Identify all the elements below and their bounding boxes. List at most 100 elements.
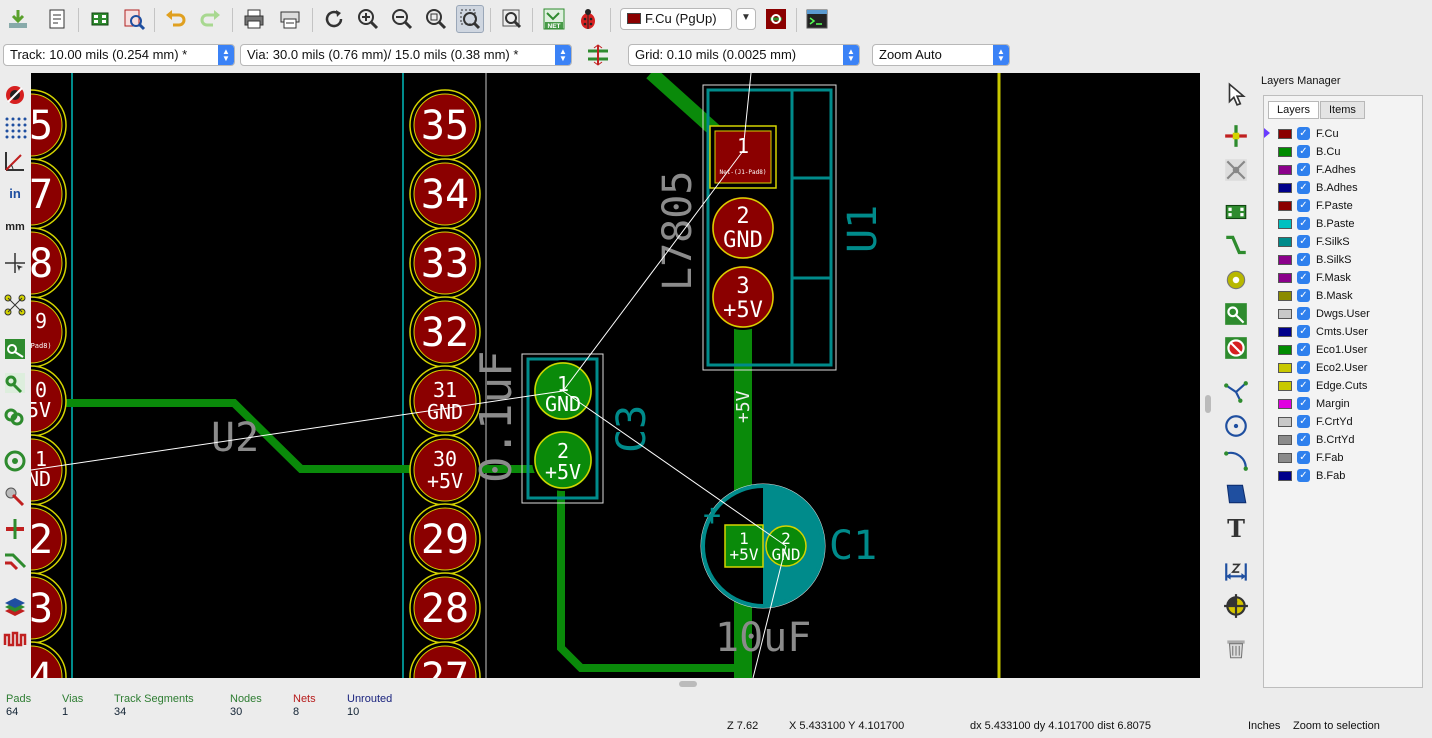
layer-row[interactable]: ✓Cmts.User <box>1264 323 1414 341</box>
via-sketch-button[interactable] <box>1 483 29 511</box>
layer-color-swatch[interactable] <box>1278 363 1292 373</box>
layer-row[interactable]: ✓B.Paste <box>1264 215 1414 233</box>
undo-button[interactable] <box>162 5 190 33</box>
layer-row[interactable]: ✓Dwgs.User <box>1264 305 1414 323</box>
layer-row[interactable]: ✓F.SilkS <box>1264 233 1414 251</box>
layer-color-swatch[interactable] <box>1278 237 1292 247</box>
left-header-pad[interactable]: 3 <box>31 572 67 644</box>
route-track-button[interactable] <box>1221 231 1251 261</box>
layer-color-swatch[interactable] <box>1278 381 1292 391</box>
left-header-pad[interactable]: 2 <box>31 503 67 575</box>
grid-toggle-button[interactable] <box>1 113 29 141</box>
pad-sketch-button[interactable] <box>1 447 29 475</box>
add-zone-button[interactable] <box>1221 299 1251 329</box>
left-header-pad[interactable]: 1ND <box>31 434 67 506</box>
layer-visibility-checkbox[interactable]: ✓ <box>1297 181 1310 194</box>
horizontal-scrollbar[interactable] <box>31 678 1200 690</box>
add-via-button[interactable] <box>1221 265 1251 295</box>
save-board-button[interactable] <box>4 5 32 33</box>
zoom-selection-button[interactable] <box>456 5 484 33</box>
vertical-scrollbar[interactable] <box>1200 73 1216 690</box>
auto-track-width-button[interactable] <box>584 41 612 69</box>
layer-row[interactable]: ✓F.Paste <box>1264 197 1414 215</box>
drc-button[interactable] <box>574 5 602 33</box>
add-circle-button[interactable] <box>1221 411 1251 441</box>
add-arc-button[interactable] <box>1221 445 1251 475</box>
zoom-select[interactable]: Zoom Auto ▲▼ <box>872 44 1010 66</box>
layer-color-swatch[interactable] <box>1278 453 1292 463</box>
drc-off-button[interactable] <box>1 81 29 109</box>
layer-pair-button[interactable] <box>762 5 790 33</box>
print-button[interactable] <box>240 5 268 33</box>
redraw-button[interactable] <box>320 5 348 33</box>
header-pad[interactable]: 27 <box>409 641 481 678</box>
layer-color-swatch[interactable] <box>1278 219 1292 229</box>
add-dimension-button[interactable] <box>1221 557 1251 587</box>
layer-visibility-checkbox[interactable]: ✓ <box>1297 253 1310 266</box>
layer-visibility-checkbox[interactable]: ✓ <box>1297 469 1310 482</box>
footprint-editor-button[interactable] <box>86 5 114 33</box>
layer-visibility-checkbox[interactable]: ✓ <box>1297 217 1310 230</box>
layer-color-swatch[interactable] <box>1278 201 1292 211</box>
layer-row[interactable]: ✓F.Fab <box>1264 449 1414 467</box>
tab-layers[interactable]: Layers <box>1268 101 1320 119</box>
track-width-select[interactable]: Track: 10.00 mils (0.254 mm) * ▲▼ <box>3 44 235 66</box>
active-layer-dropdown-button[interactable]: ▼ <box>736 8 756 30</box>
layer-color-swatch[interactable] <box>1278 273 1292 283</box>
layer-row[interactable]: ✓B.Fab <box>1264 467 1414 485</box>
via-size-select[interactable]: Via: 30.0 mils (0.76 mm)/ 15.0 mils (0.3… <box>240 44 572 66</box>
scripting-console-button[interactable] <box>803 5 831 33</box>
add-line-button[interactable] <box>1221 377 1251 407</box>
layer-visibility-checkbox[interactable]: ✓ <box>1297 451 1310 464</box>
layer-color-swatch[interactable] <box>1278 399 1292 409</box>
layer-visibility-checkbox[interactable]: ✓ <box>1297 433 1310 446</box>
redo-button[interactable] <box>196 5 224 33</box>
u1-pad-3[interactable]: 3 +5V <box>710 264 776 330</box>
add-polygon-button[interactable] <box>1221 479 1251 509</box>
layer-color-swatch[interactable] <box>1278 129 1292 139</box>
left-header-pad[interactable]: 4 <box>31 641 67 678</box>
microwave-toolbar-button[interactable] <box>1 625 29 653</box>
layer-color-swatch[interactable] <box>1278 309 1292 319</box>
polar-coords-button[interactable] <box>1 147 29 175</box>
left-header-pad[interactable]: 7 <box>31 158 67 230</box>
layer-row[interactable]: ✓B.Cu <box>1264 143 1414 161</box>
c1-pad-1[interactable]: 1 +5V <box>724 524 764 568</box>
layer-row[interactable]: ✓F.Mask <box>1264 269 1414 287</box>
layer-color-swatch[interactable] <box>1278 345 1292 355</box>
layer-row[interactable]: ✓B.SilkS <box>1264 251 1414 269</box>
layer-visibility-checkbox[interactable]: ✓ <box>1297 307 1310 320</box>
footprint-viewer-button[interactable] <box>120 5 148 33</box>
left-header-pad[interactable]: 8 <box>31 227 67 299</box>
tab-items[interactable]: Items <box>1320 101 1365 119</box>
layer-row[interactable]: ✓Margin <box>1264 395 1414 413</box>
layer-color-swatch[interactable] <box>1278 291 1292 301</box>
header-pad[interactable]: 35 <box>409 89 481 161</box>
left-header-pad[interactable]: 9(Pad8) <box>31 296 67 368</box>
layer-color-swatch[interactable] <box>1278 435 1292 445</box>
layer-color-swatch[interactable] <box>1278 327 1292 337</box>
layer-visibility-checkbox[interactable]: ✓ <box>1297 271 1310 284</box>
layer-color-swatch[interactable] <box>1278 255 1292 265</box>
layer-row[interactable]: ✓Eco2.User <box>1264 359 1414 377</box>
track-sketch-button[interactable] <box>1 515 29 543</box>
layer-row[interactable]: ✓F.Adhes <box>1264 161 1414 179</box>
layer-row[interactable]: ✓Edge.Cuts <box>1264 377 1414 395</box>
layers-manager-toggle-button[interactable] <box>1 593 29 621</box>
layer-visibility-checkbox[interactable]: ✓ <box>1297 199 1310 212</box>
active-layer-select[interactable]: F.Cu (PgUp) <box>620 8 732 30</box>
plot-button[interactable] <box>276 5 304 33</box>
netlist-button[interactable]: NETNET <box>540 5 568 33</box>
layer-visibility-checkbox[interactable]: ✓ <box>1297 397 1310 410</box>
layer-visibility-checkbox[interactable]: ✓ <box>1297 235 1310 248</box>
layer-visibility-checkbox[interactable]: ✓ <box>1297 361 1310 374</box>
vertical-scroll-thumb[interactable] <box>1205 395 1211 413</box>
layer-visibility-checkbox[interactable]: ✓ <box>1297 343 1310 356</box>
layer-color-swatch[interactable] <box>1278 417 1292 427</box>
high-contrast-button[interactable] <box>1 547 29 575</box>
auto-delete-track-button[interactable] <box>1 369 29 397</box>
left-header-pad[interactable]: 05V <box>31 365 67 437</box>
layer-row[interactable]: ✓B.CrtYd <box>1264 431 1414 449</box>
layer-visibility-checkbox[interactable]: ✓ <box>1297 325 1310 338</box>
